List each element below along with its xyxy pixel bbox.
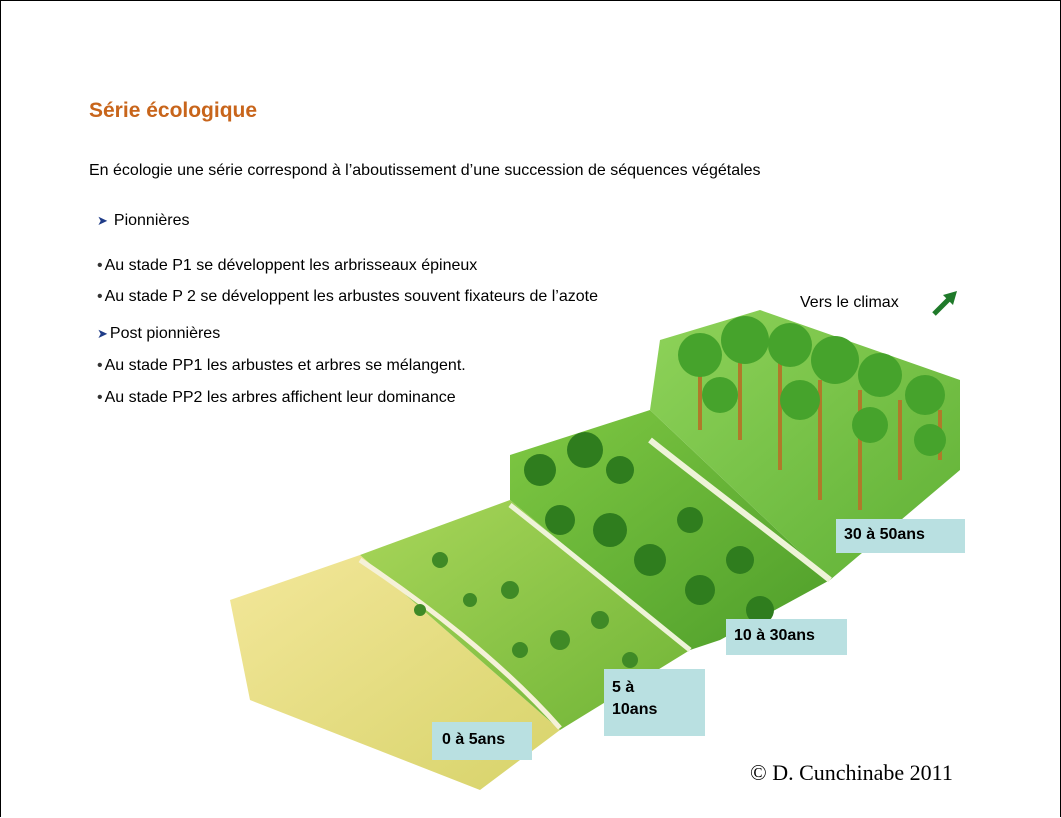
- stage-label-5-10-line1: 5 à: [612, 679, 635, 696]
- stage-label-5-10: 5 à 10ans: [604, 669, 705, 736]
- post-pionnieres-heading-text: Post pionnières: [109, 325, 221, 342]
- intro-text: En écologie une série correspond à l’abo…: [89, 162, 761, 179]
- list-item: •Au stade PP1 les arbustes et arbres se …: [97, 357, 466, 375]
- post-pionnieres-heading: ➤Post pionnières: [97, 325, 220, 343]
- list-item: •Au stade P 2 se développent les arbuste…: [97, 288, 598, 306]
- bullet-dot-icon: •: [97, 257, 103, 274]
- stage-label-5-10-line2: 10ans: [612, 701, 658, 718]
- stage-label-30-50: 30 à 50ans: [836, 519, 965, 553]
- path-divider: [508, 503, 692, 652]
- slide-title: Série écologique: [89, 99, 258, 122]
- bullet-arrow-icon: ➤: [97, 213, 108, 228]
- pionnieres-heading-text: Pionnières: [113, 212, 190, 229]
- stage-label-0-5: 0 à 5ans: [432, 722, 532, 760]
- zone-10-30ans: [510, 410, 830, 650]
- climax-label: Vers le climax: [800, 294, 899, 311]
- list-item-text: Au stade P 2 se développent les arbustes…: [104, 288, 598, 305]
- bullet-dot-icon: •: [97, 288, 103, 305]
- bullet-dot-icon: •: [97, 389, 103, 406]
- list-item-text: Au stade PP2 les arbres affichent leur d…: [104, 389, 456, 406]
- copyright-notice: © D. Cunchinabe 2011: [750, 760, 953, 785]
- stage-label-10-30: 10 à 30ans: [726, 619, 847, 655]
- pionnieres-heading: ➤ Pionnières: [97, 212, 190, 230]
- trees-forest: [678, 316, 946, 510]
- list-item: •Au stade PP2 les arbres affichent leur …: [97, 389, 456, 407]
- arrow-up-right-icon: [932, 291, 957, 316]
- path-divider: [358, 557, 562, 730]
- bullet-arrow-icon: ➤: [97, 326, 108, 341]
- bullet-dot-icon: •: [97, 357, 103, 374]
- list-item-text: Au stade P1 se développent les arbrissea…: [104, 257, 478, 274]
- shrubs: [414, 552, 638, 668]
- list-item-text: Au stade PP1 les arbustes et arbres se m…: [104, 357, 466, 374]
- trees-mixed: [524, 432, 774, 624]
- path-divider: [648, 437, 832, 583]
- list-item: •Au stade P1 se développent les arbrisse…: [97, 257, 477, 275]
